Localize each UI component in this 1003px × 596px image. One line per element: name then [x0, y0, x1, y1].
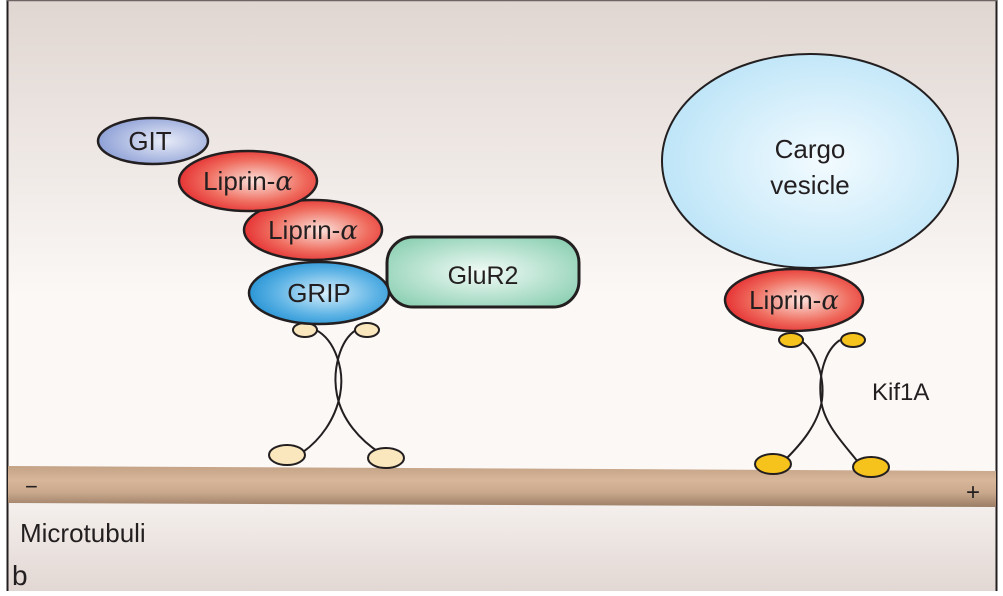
glur2-label: GluR2 — [448, 262, 519, 290]
left-motor-stalk-1 — [302, 329, 343, 453]
microtubule-minus-end: − — [25, 474, 38, 499]
liprin-right-label: Liprin-α — [749, 285, 839, 316]
kif1a-label: Kif1A — [872, 379, 929, 406]
liprin-upper-label: Liprin-α — [203, 166, 293, 197]
left-motor-tail-2 — [354, 322, 380, 338]
kif1a-head-2 — [852, 456, 890, 478]
kif1a-tail-2 — [840, 332, 866, 348]
microtubule — [8, 466, 996, 507]
kif1a-motor-protein — [784, 339, 859, 463]
panel-label: b — [12, 560, 28, 591]
grip-label: GRIP — [287, 278, 351, 308]
grip-protein: GRIP — [247, 260, 391, 326]
kif1a-tail-1 — [778, 332, 804, 348]
microtubule-label: Microtubuli — [20, 518, 146, 548]
git-label: GIT — [128, 126, 171, 156]
left-motor-head-2 — [367, 447, 405, 469]
kif1a-head-1 — [754, 453, 792, 475]
git-protein: GIT — [96, 116, 210, 166]
cargo-vesicle-line2: vesicle — [770, 170, 849, 200]
cargo-vesicle: Cargo vesicle — [661, 53, 959, 269]
liprin-alpha-right: Liprin-α — [723, 267, 865, 333]
kif1a-stalk-2 — [819, 339, 859, 463]
left-motor-head-1 — [268, 444, 306, 466]
liprin-alpha-lower: Liprin-α — [242, 198, 384, 262]
cargo-vesicle-line1: Cargo — [775, 134, 846, 164]
liprin-lower-label: Liprin-α — [268, 215, 358, 246]
glur2-receptor: GluR2 — [385, 235, 581, 309]
liprin-alpha-upper: Liprin-α — [177, 149, 319, 213]
microtubule-plus-end: + — [966, 479, 980, 506]
left-motor-stalk-2 — [334, 329, 381, 454]
left-motor-protein — [302, 329, 381, 454]
